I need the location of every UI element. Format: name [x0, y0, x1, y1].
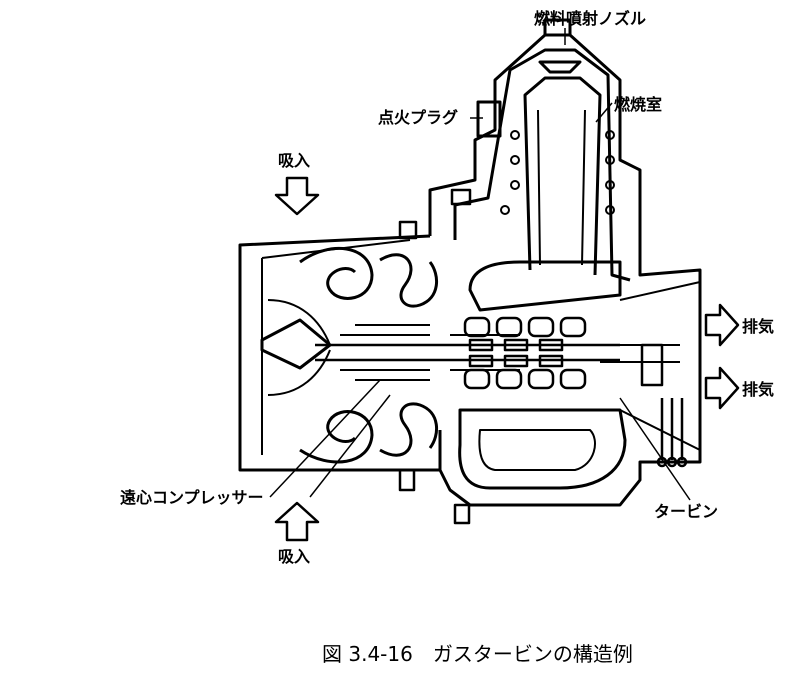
- turbine-label: タービン: [654, 502, 718, 521]
- compressor-scroll-lower: [299, 410, 374, 464]
- turbine-stages-lower: [463, 354, 587, 390]
- shaft-blades-upper: [340, 324, 520, 336]
- shaft-blades-lower: [340, 369, 520, 381]
- compressor-diffuser-lower: [379, 402, 439, 457]
- fuel-nozzle-head: [538, 18, 582, 74]
- compressor-housing: [238, 234, 440, 472]
- intake-guide-lower: [267, 349, 331, 396]
- spark-plug-port: [476, 100, 502, 138]
- intake-arrow-bottom: [274, 501, 320, 542]
- combustor-label: 燃焼室: [614, 95, 662, 114]
- compressor-diffuser-upper: [379, 253, 439, 308]
- exhaust-arrow-1: [704, 303, 740, 347]
- right-fittings: [640, 343, 688, 468]
- intake-guide-upper: [267, 299, 331, 346]
- intake-cone: [260, 318, 332, 370]
- turbine-stages-upper: [463, 316, 587, 352]
- compressor-label: 遠心コンプレッサー: [120, 488, 264, 507]
- exhaust-label-1: 排気: [742, 317, 774, 336]
- intake-arrow-top: [274, 176, 320, 216]
- fuel-nozzle-label: 燃料噴射ノズル: [534, 9, 646, 28]
- leader-lines: [269, 28, 691, 501]
- combustor-holes: [500, 130, 615, 215]
- compressor-scroll-upper: [299, 247, 374, 300]
- intake-bottom-label: 吸入: [278, 547, 310, 566]
- shaft: [315, 343, 620, 362]
- combustor-inner-wall: [453, 48, 631, 282]
- spark-plug-label: 点火プラグ: [378, 108, 458, 127]
- intake-top-label: 吸入: [278, 151, 310, 170]
- flame-tube-liner: [537, 109, 586, 266]
- bolt-heads: [398, 188, 472, 525]
- flame-tube: [523, 76, 602, 276]
- figure-caption: 図 3.4-16 ガスタービンの構造例: [322, 642, 633, 666]
- transition-duct-lower: [458, 408, 627, 490]
- transition-duct-upper: [468, 260, 622, 312]
- exhaust-diffuser: [600, 281, 701, 451]
- transition-duct-lower-inner: [478, 429, 596, 471]
- exhaust-arrow-2: [704, 366, 740, 410]
- exhaust-label-2: 排気: [742, 380, 774, 399]
- turbine-drawing: [238, 18, 740, 542]
